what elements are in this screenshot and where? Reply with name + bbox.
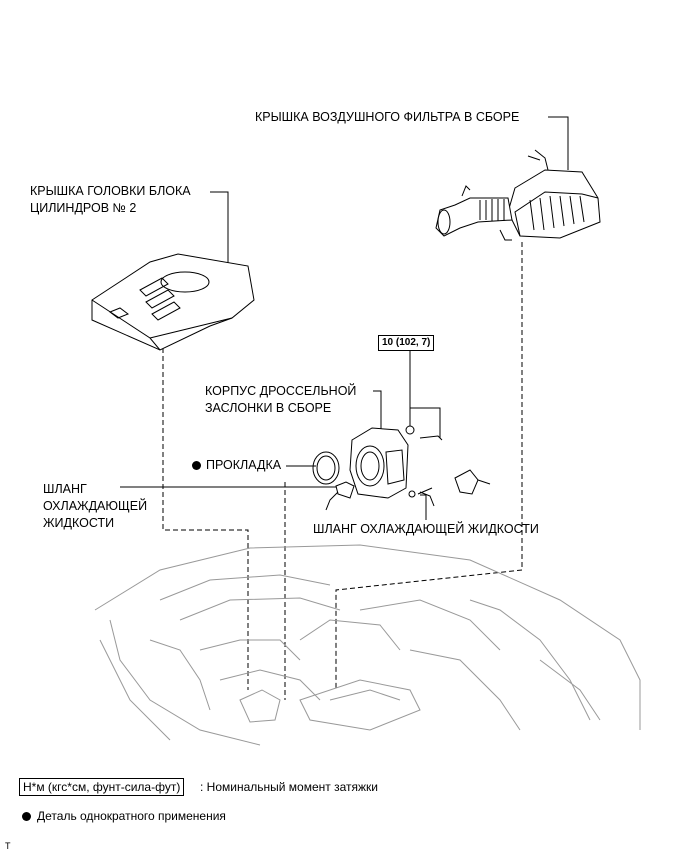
- air-filter-cap-label: КРЫШКА ВОЗДУШНОГО ФИЛЬТРА В СБОРЕ: [255, 110, 520, 124]
- engine-bay-drawing: [94, 544, 641, 746]
- torque-value-box: 10 (102, 7): [378, 335, 435, 351]
- connector-drawing: [454, 469, 491, 495]
- head-cover-drawing: [91, 253, 255, 351]
- single-use-marker: [192, 461, 201, 470]
- leader-head-cover: [210, 191, 229, 296]
- coolant-hose-drawing: [325, 481, 435, 511]
- throttle-body-label-line1: КОРПУС ДРОССЕЛЬНОЙ: [205, 384, 357, 398]
- head-cover-label-line1: КРЫШКА ГОЛОВКИ БЛОКА: [30, 184, 191, 198]
- leader-air-filter: [548, 116, 569, 170]
- coolant-hose-left-line2: ОХЛАЖДАЮЩЕЙ: [43, 499, 148, 513]
- dashed-lines: [162, 242, 523, 700]
- legend-torque-unit: Н*м (кгс*см, фунт-сила-фут): [19, 778, 185, 796]
- leader-throttle-body: [373, 390, 382, 438]
- legend-torque-desc: : Номинальный момент затяжки: [200, 780, 378, 794]
- leader-lines: [120, 116, 569, 520]
- throttle-body-label-line2: ЗАСЛОНКИ В СБОРЕ: [205, 401, 332, 415]
- head-cover-label: КРЫШКА ГОЛОВКИ БЛОКА ЦИЛИНДРОВ № 2: [30, 183, 191, 217]
- legend-single-use-marker: [22, 812, 31, 821]
- head-cover-label-line2: ЦИЛИНДРОВ № 2: [30, 201, 137, 215]
- gasket-label: ПРОКЛАДКА: [206, 458, 282, 472]
- coolant-hose-left-label: ШЛАНГ ОХЛАЖДАЮЩЕЙ ЖИДКОСТИ: [43, 481, 147, 532]
- leader-torque: [409, 348, 441, 438]
- coolant-hose-left-line3: ЖИДКОСТИ: [43, 516, 115, 530]
- coolant-hose-right-label: ШЛАНГ ОХЛАЖДАЮЩЕЙ ЖИДКОСТИ: [313, 522, 539, 536]
- gasket-drawing: [312, 451, 340, 485]
- page-code: T: [5, 841, 11, 851]
- air-filter-cap-drawing: [435, 149, 601, 241]
- dash-head-cover: [162, 348, 249, 690]
- leader-hose-right: [420, 494, 427, 520]
- throttle-body-drawing: [349, 425, 443, 499]
- coolant-hose-left-line1: ШЛАНГ: [43, 482, 87, 496]
- legend-single-use-text: Деталь однократного применения: [37, 809, 226, 823]
- dash-air-filter: [335, 242, 523, 690]
- throttle-body-label: КОРПУС ДРОССЕЛЬНОЙ ЗАСЛОНКИ В СБОРЕ: [205, 383, 356, 417]
